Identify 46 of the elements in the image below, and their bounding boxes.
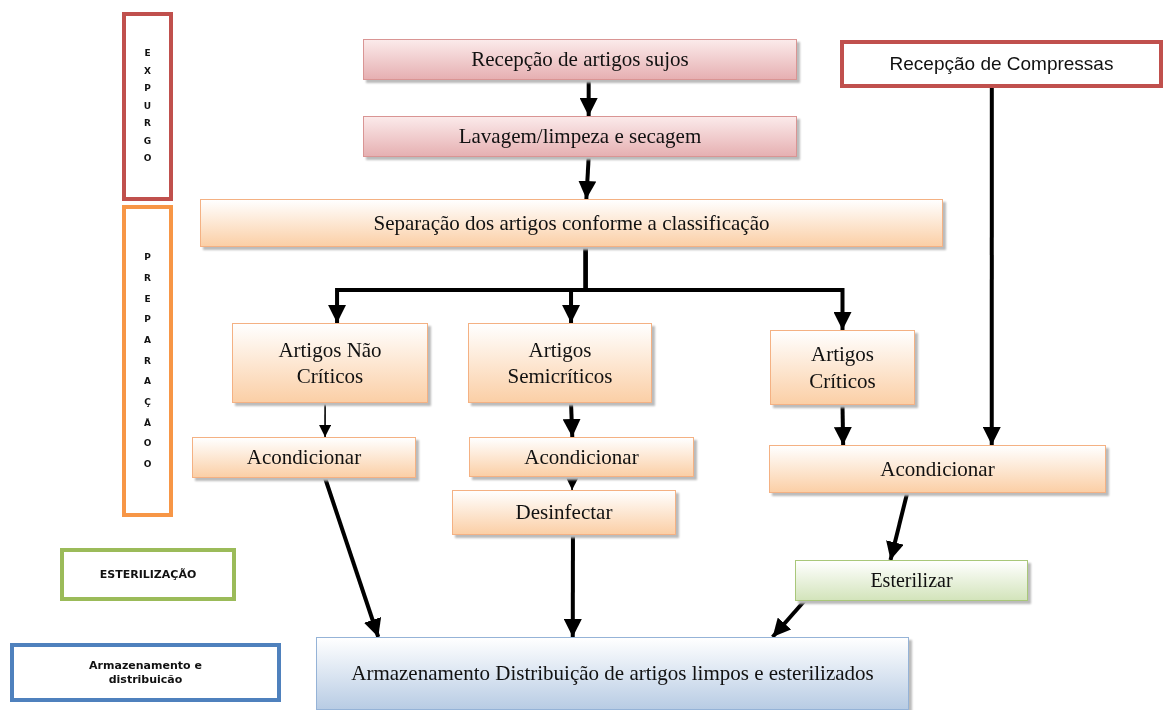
stage-label-box <box>122 205 173 517</box>
box-label: Separação dos artigos conforme a classificação <box>373 209 770 237</box>
stage-label-box <box>122 12 173 201</box>
arrow <box>886 492 910 561</box>
process-box <box>770 330 915 405</box>
box-label: Acondicionar <box>524 443 639 471</box>
arrow <box>579 80 598 116</box>
box-label: Armazenamento Distribuição de artigos limpos e esterilizados <box>351 660 874 687</box>
box-label: Artigos Semicríticos <box>506 336 614 390</box>
process-box <box>469 437 694 477</box>
box-label: Recepção de Compressas <box>889 52 1114 76</box>
arrow <box>578 156 597 200</box>
box-label: Armazenamento e distribuicão <box>88 658 203 687</box>
box-label: Desinfectar <box>515 499 613 526</box>
arrow <box>563 535 582 637</box>
box-label: Esterilizar <box>870 568 953 593</box>
process-box <box>316 637 909 710</box>
arrow <box>319 402 332 438</box>
process-box <box>468 323 652 403</box>
arrow <box>566 476 579 491</box>
box-label: ESTERILIZAÇÃO <box>99 567 197 582</box>
stage-label: PREPARAÇÃOO <box>143 251 152 472</box>
box-label: Lavagem/limpeza e secagem <box>458 123 702 150</box>
box-label: Artigos Críticos <box>808 341 877 394</box>
process-box <box>795 560 1028 601</box>
process-box <box>200 199 943 247</box>
arrow <box>323 477 382 638</box>
arrow <box>833 404 852 446</box>
arrow <box>562 402 581 438</box>
process-box <box>363 39 797 80</box>
process-box <box>769 445 1106 493</box>
arrow <box>583 247 852 330</box>
stage-label: EXPURGO <box>143 47 152 166</box>
stage-label-box <box>10 643 281 702</box>
process-box <box>232 323 428 403</box>
arrow <box>982 88 1001 445</box>
process-box <box>452 490 676 535</box>
box-label: Artigos Não Críticos <box>277 336 383 390</box>
input-box <box>840 40 1163 88</box>
process-box <box>363 116 797 157</box>
stage-label-box <box>60 548 236 601</box>
arrow <box>771 599 806 639</box>
process-box <box>192 437 416 478</box>
box-label: Recepção de artigos sujos <box>471 46 689 73</box>
box-label: Acondicionar <box>880 455 995 483</box>
box-label: Acondicionar <box>246 444 362 471</box>
